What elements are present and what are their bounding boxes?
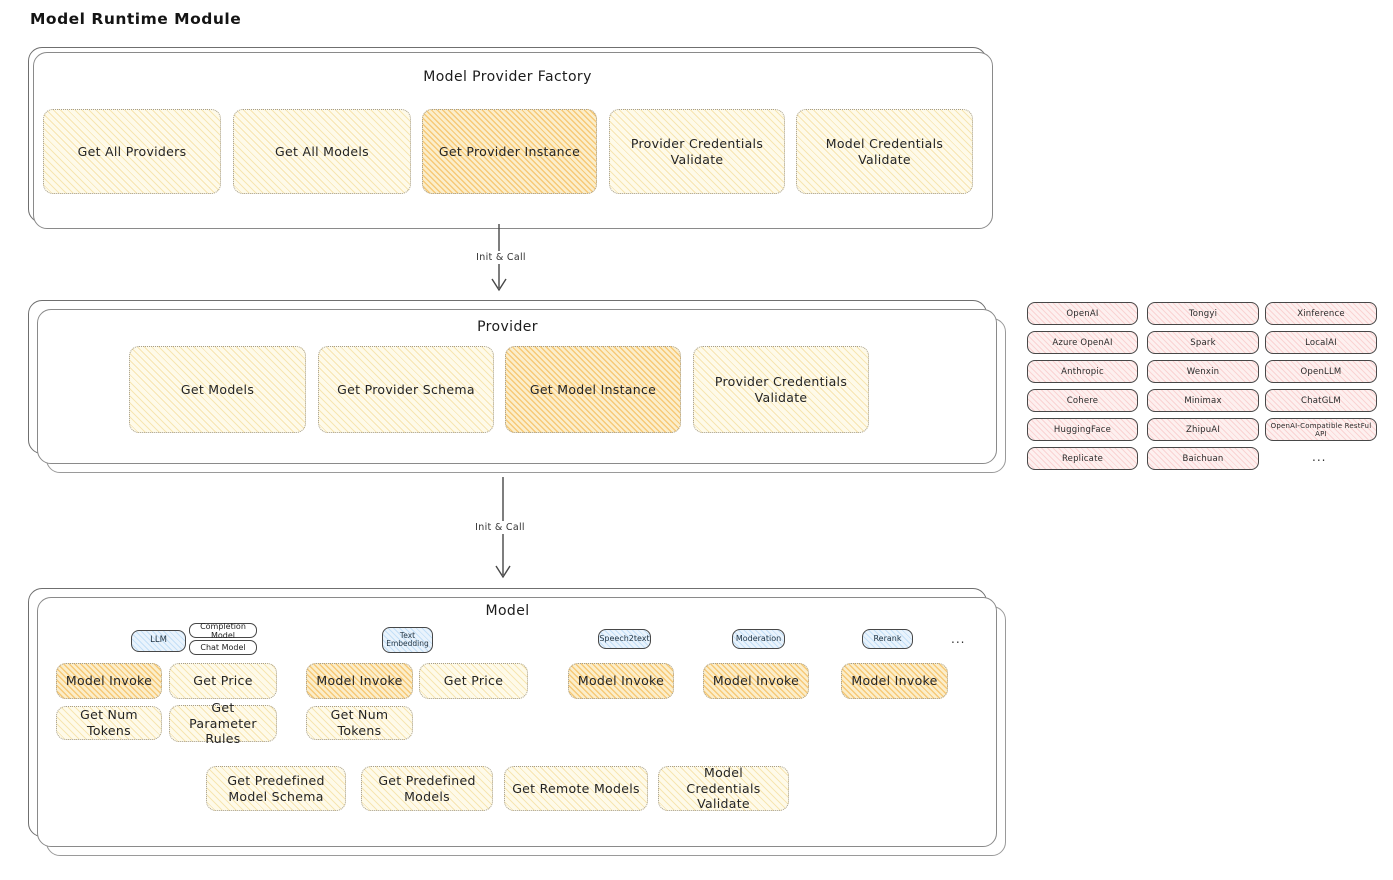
tab-speech2text: Speech2text [598, 629, 651, 649]
vendor-wenxin: Wenxin [1147, 360, 1259, 383]
vendor-zhipuai: ZhipuAI [1147, 418, 1259, 441]
node-moderation-model-invoke: Model Invoke [703, 663, 809, 699]
vendors-ellipsis: ... [1312, 450, 1327, 464]
vendor-minimax: Minimax [1147, 389, 1259, 412]
model-box: Model LLM Completion Model Chat Model Te… [28, 588, 987, 837]
node-llm-get-num-tokens: Get Num Tokens [56, 706, 162, 740]
node-get-models: Get Models [129, 346, 306, 433]
node-llm-get-parameter-rules: Get Parameter Rules [169, 700, 277, 746]
node-get-provider-schema: Get Provider Schema [318, 346, 494, 433]
arrow2-label: Init & Call [467, 521, 533, 534]
tabs-ellipsis: ... [951, 632, 966, 646]
node-get-model-instance: Get Model Instance [505, 346, 681, 433]
vendor-baichuan: Baichuan [1147, 447, 1259, 470]
vendor-huggingface: HuggingFace [1027, 418, 1138, 441]
node-rerank-model-invoke: Model Invoke [841, 663, 948, 699]
node-llm-get-price: Get Price [169, 663, 277, 699]
factory-box: Model Provider Factory Get All Providers… [28, 47, 987, 223]
model-title: Model [485, 603, 530, 619]
node-llm-model-invoke: Model Invoke [56, 663, 162, 699]
vendor-openai: OpenAI [1027, 302, 1138, 325]
vendor-xinference: Xinference [1265, 302, 1377, 325]
vendor-cohere: Cohere [1027, 389, 1138, 412]
node-provider-credentials-validate: Provider Credentials Validate [609, 109, 785, 194]
page-title: Model Runtime Module [30, 10, 242, 28]
tab-text-embedding: Text Embedding [382, 627, 433, 653]
provider-box: Provider Get Models Get Provider Schema … [28, 300, 987, 454]
node-provider-credentials-validate-2: Provider Credentials Validate [693, 346, 869, 433]
vendor-spark: Spark [1147, 331, 1259, 354]
factory-title: Model Provider Factory [423, 69, 592, 85]
vendor-openai-compatible: OpenAI-Compatible RestFul API [1265, 418, 1377, 441]
node-embedding-get-num-tokens: Get Num Tokens [306, 706, 413, 740]
node-get-remote-models: Get Remote Models [504, 766, 648, 811]
tab-llm: LLM [131, 630, 186, 652]
node-model-credentials-validate-2: Model Credentials Validate [658, 765, 789, 811]
vendor-anthropic: Anthropic [1027, 360, 1138, 383]
vendor-tongyi: Tongyi [1147, 302, 1259, 325]
node-get-all-models: Get All Models [233, 109, 411, 194]
node-speech2text-model-invoke: Model Invoke [568, 663, 674, 699]
chip-completion-model: Completion Model [189, 622, 257, 640]
node-get-predefined-models: Get Predefined Models [361, 766, 493, 811]
tab-moderation: Moderation [732, 629, 785, 649]
node-get-all-providers: Get All Providers [43, 109, 221, 194]
vendor-openllm: OpenLLM [1265, 360, 1377, 383]
provider-title: Provider [477, 319, 538, 335]
node-get-provider-instance: Get Provider Instance [422, 109, 597, 194]
arrow1-label: Init & Call [468, 251, 534, 264]
tab-rerank: Rerank [862, 629, 913, 649]
node-embedding-get-price: Get Price [419, 663, 528, 699]
vendor-azure-openai: Azure OpenAI [1027, 331, 1138, 354]
vendor-localai: LocalAI [1265, 331, 1377, 354]
vendor-replicate: Replicate [1027, 447, 1138, 470]
node-embedding-model-invoke: Model Invoke [306, 663, 413, 699]
node-get-predefined-model-schema: Get Predefined Model Schema [206, 766, 346, 811]
vendor-chatglm: ChatGLM [1265, 389, 1377, 412]
chip-chat-model: Chat Model [189, 640, 257, 655]
node-model-credentials-validate: Model Credentials Validate [796, 109, 973, 194]
